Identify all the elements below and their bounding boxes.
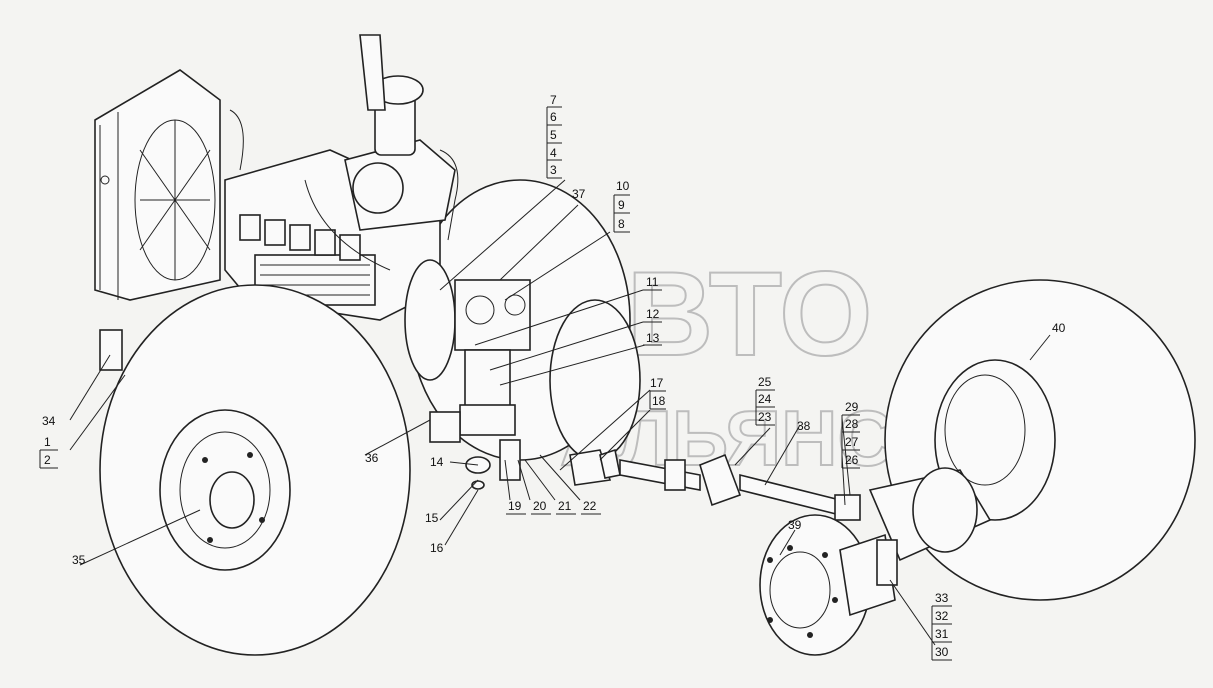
rear-axle xyxy=(759,279,1196,656)
callout-13: 13 xyxy=(646,331,660,345)
callout-labels: 7 6 5 4 3 10 9 8 37 11 12 13 17 18 25 24… xyxy=(39,93,1066,661)
radiator xyxy=(94,69,221,301)
front-left-wheel xyxy=(99,284,411,656)
callout-16: 16 xyxy=(430,541,444,555)
callout-28: 28 xyxy=(845,417,859,431)
callout-40: 40 xyxy=(1052,321,1066,335)
callout-17: 17 xyxy=(650,376,664,390)
callout-15: 15 xyxy=(425,511,439,525)
transfer-gearbox xyxy=(404,259,641,490)
callout-4: 4 xyxy=(550,146,557,160)
callout-32: 32 xyxy=(935,609,949,623)
callout-14: 14 xyxy=(430,455,444,469)
callout-31: 31 xyxy=(935,627,949,641)
callout-35: 35 xyxy=(72,553,86,567)
callout-24: 24 xyxy=(758,392,772,406)
callout-33: 33 xyxy=(935,591,949,605)
callout-26: 26 xyxy=(845,453,859,467)
callout-12: 12 xyxy=(646,307,660,321)
callout-10: 10 xyxy=(616,179,630,193)
callout-37: 37 xyxy=(572,187,586,201)
callout-23: 23 xyxy=(758,410,772,424)
callout-30: 30 xyxy=(935,645,949,659)
leader-lines xyxy=(69,179,1051,646)
callout-29: 29 xyxy=(845,400,859,414)
callout-11: 11 xyxy=(646,275,659,289)
callout-38: 38 xyxy=(797,419,811,433)
callout-7: 7 xyxy=(550,93,557,107)
callout-1: 1 xyxy=(44,435,51,449)
callout-36: 36 xyxy=(365,451,379,465)
callout-19: 19 xyxy=(508,499,522,513)
callout-3: 3 xyxy=(550,163,557,177)
callout-34: 34 xyxy=(42,414,56,428)
callout-22: 22 xyxy=(583,499,597,513)
callout-6: 6 xyxy=(550,110,557,124)
callout-21: 21 xyxy=(558,499,572,513)
callout-20: 20 xyxy=(533,499,547,513)
callout-5: 5 xyxy=(550,128,557,142)
callout-9: 9 xyxy=(618,198,625,212)
callout-39: 39 xyxy=(788,518,802,532)
callout-2: 2 xyxy=(44,453,51,467)
callout-27: 27 xyxy=(845,435,859,449)
callout-25: 25 xyxy=(758,375,772,389)
callout-18: 18 xyxy=(652,394,666,408)
callout-8: 8 xyxy=(618,217,625,231)
